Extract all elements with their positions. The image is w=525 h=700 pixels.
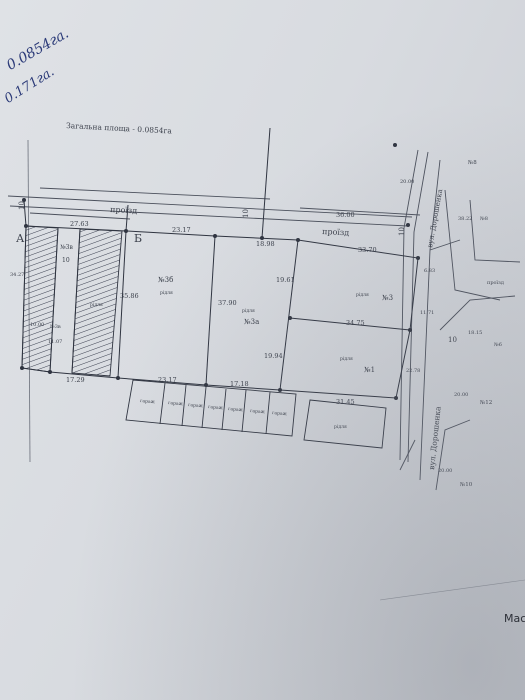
lot-8-2: №8 bbox=[480, 216, 488, 222]
dim: 17.29 bbox=[66, 376, 85, 384]
dim: 18.15 bbox=[468, 330, 482, 336]
dim: 19.61 bbox=[276, 276, 295, 284]
vertex-markers bbox=[20, 143, 420, 400]
frame-line-bottom bbox=[379, 579, 525, 601]
svg-text:гараж: гараж bbox=[168, 401, 184, 407]
garage-labels: гараж гараж гараж гараж гараж гараж гара… bbox=[140, 399, 288, 417]
garage-row bbox=[125, 379, 387, 449]
dimension-labels: 27.63 23.17 36.00 18.98 33.70 19.61 35.8… bbox=[10, 179, 482, 474]
road-north bbox=[7, 187, 421, 227]
dim: 27.63 bbox=[70, 220, 89, 228]
dim: 34.75 bbox=[346, 319, 365, 327]
dim: 10 bbox=[62, 257, 70, 264]
dim: 33.70 bbox=[358, 246, 377, 254]
road-label-small: проїзд bbox=[487, 280, 504, 286]
svg-text:рідля: рідля bbox=[334, 424, 347, 430]
dim: 20.00 bbox=[438, 468, 452, 474]
lot-3: №3 bbox=[382, 294, 393, 302]
lot-12: №12 bbox=[480, 400, 492, 406]
total-area-label: Загальна площа - 0.0854га bbox=[66, 121, 173, 136]
lot-3a: №3а bbox=[244, 318, 259, 326]
dim: 11.71 bbox=[420, 310, 434, 316]
street-label-2: вул. Дорошенка bbox=[426, 188, 444, 248]
dim: 34.27 bbox=[10, 272, 24, 278]
dim: 10.00 bbox=[30, 322, 44, 328]
road-label-east: проїзд bbox=[322, 227, 350, 237]
lot-8: №8 bbox=[468, 160, 477, 166]
street-doroshenka bbox=[399, 149, 521, 491]
svg-text:рідля: рідля bbox=[242, 308, 255, 314]
lot-3v: №3в bbox=[60, 244, 73, 251]
road-label-north: проїзд bbox=[110, 205, 138, 215]
svg-text:гараж: гараж bbox=[208, 405, 224, 411]
svg-text:гараж: гараж bbox=[228, 407, 244, 413]
building-labels: рідля рідля рідля рідля рідля рідля bbox=[90, 290, 369, 430]
dim: 10 bbox=[448, 336, 457, 344]
point-a: А bbox=[16, 232, 25, 245]
point-b: Б bbox=[134, 232, 142, 245]
svg-text:гараж: гараж bbox=[188, 403, 204, 409]
svg-text:гараж: гараж bbox=[272, 411, 288, 417]
dim: 20.00 bbox=[400, 179, 414, 185]
lot-3v-2: №3в bbox=[50, 324, 61, 330]
dim: 38.22 bbox=[458, 216, 472, 222]
dim: 35.86 bbox=[120, 292, 139, 300]
dim: 11.07 bbox=[48, 339, 62, 345]
lot-1: №1 bbox=[364, 366, 375, 374]
dim: 31.45 bbox=[336, 398, 355, 406]
dim: 18.98 bbox=[256, 240, 275, 248]
svg-text:рідля: рідля bbox=[340, 356, 353, 362]
svg-text:рідля: рідля bbox=[90, 302, 103, 308]
svg-text:рідля: рідля bbox=[356, 292, 369, 298]
lot-3v-hatch bbox=[21, 225, 59, 373]
dim: 17.18 bbox=[230, 380, 249, 388]
dim: 23.17 bbox=[172, 226, 191, 234]
corner-text: Мас bbox=[504, 612, 525, 625]
svg-text:гараж: гараж bbox=[250, 409, 266, 415]
dim: 20.00 bbox=[454, 392, 468, 398]
lot-6: №6 bbox=[494, 342, 502, 348]
dim: 19.94 bbox=[264, 352, 283, 360]
dim: 23.17 bbox=[158, 376, 177, 384]
dim: 6.83 bbox=[424, 268, 435, 274]
dim: 37.90 bbox=[218, 299, 237, 307]
lot-10: №10 bbox=[460, 482, 473, 488]
dim: 10 bbox=[398, 227, 406, 236]
dim: 10 bbox=[242, 209, 250, 218]
dim: 10 bbox=[18, 201, 26, 210]
dim: 22.78 bbox=[406, 368, 420, 374]
lot-3b: №3б bbox=[158, 276, 173, 284]
dim: 36.00 bbox=[336, 211, 355, 219]
svg-text:гараж: гараж bbox=[140, 399, 156, 405]
svg-text:рідля: рідля bbox=[160, 290, 173, 296]
